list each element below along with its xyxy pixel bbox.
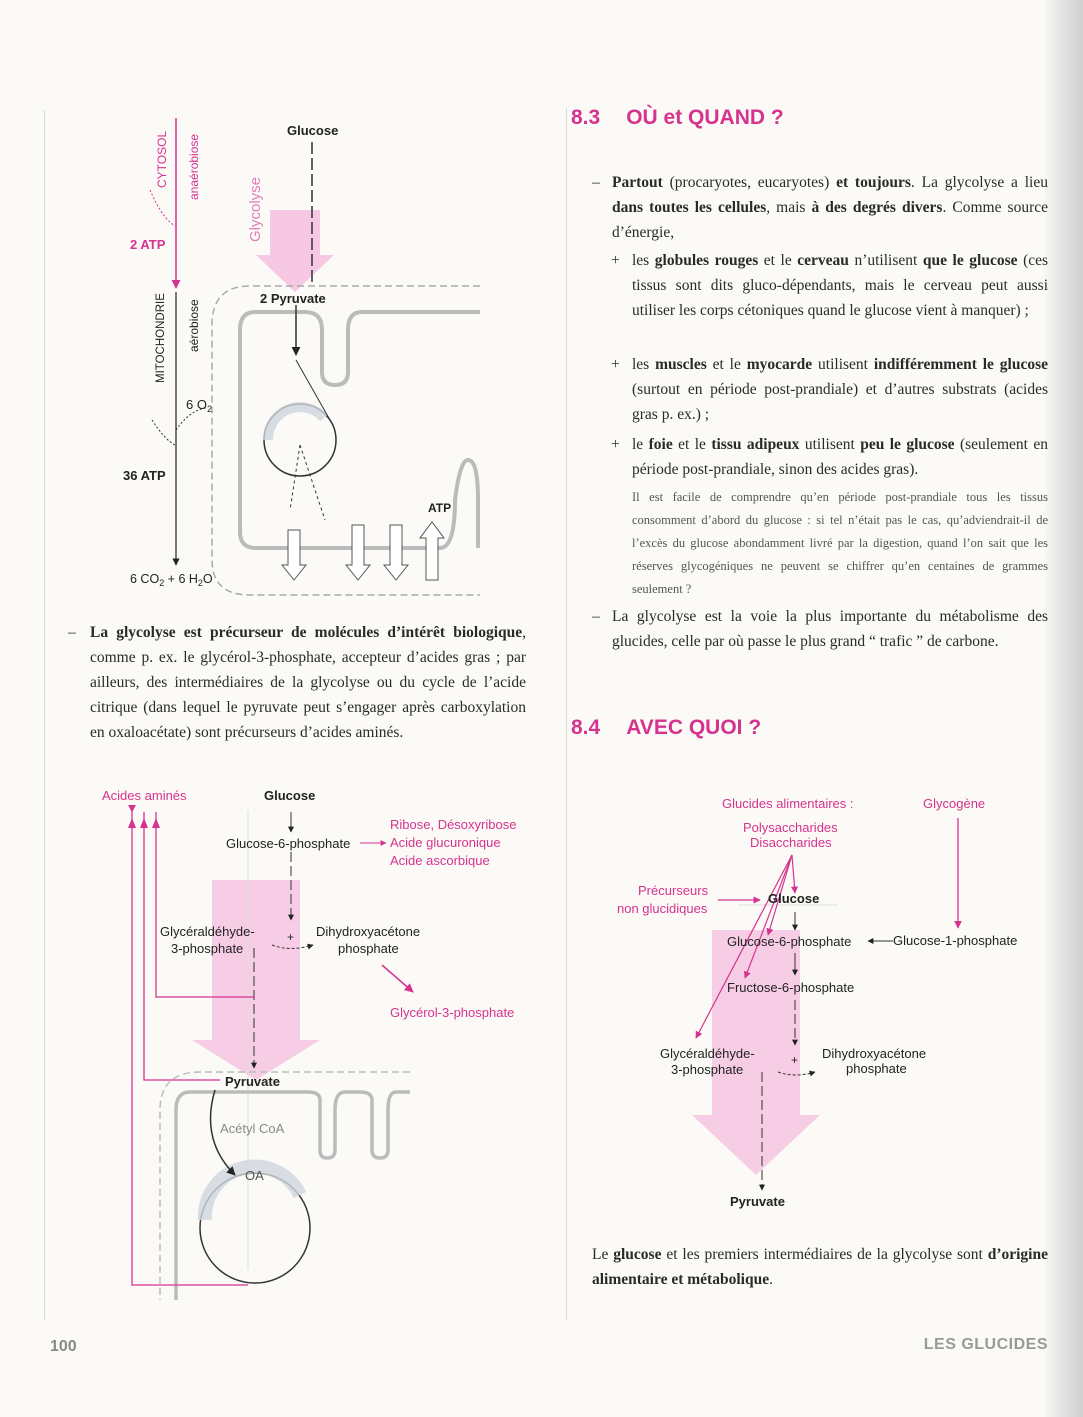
atp-label: ATP (428, 501, 451, 515)
atp2-label: 2 ATP (130, 237, 166, 252)
plus-sign-3: + (791, 1053, 798, 1067)
glucose-label-2: Glucose (264, 788, 315, 803)
mitochondrie-label: MITOCHONDRIE (155, 293, 167, 383)
item-foie: le foie et le tissu adipeux utilisent pe… (632, 436, 1048, 478)
page-number: 100 (50, 1338, 77, 1355)
figure-glycolysis-overview: CYTOSOL anaérobiose Glycolyse 2 ATP MITO… (123, 118, 480, 596)
bullet-plus: + (611, 356, 620, 373)
acide-ascorbique-label: Acide ascorbique (390, 853, 490, 868)
final-paragraph: Le glucose et les premiers intermédiaire… (592, 1246, 1048, 1288)
dhap-label-2a: Dihydroxyacétone (316, 924, 420, 939)
pink-pathway-arrow-2 (192, 880, 320, 1080)
mitochondrion-outer-membrane (211, 285, 480, 596)
pyruvate-label: 2 Pyruvate (260, 291, 326, 306)
g6p-label-2: Glucose-6-phosphate (226, 836, 350, 851)
page-edge-shadow (1043, 0, 1083, 1417)
glycolysis-big-arrow (256, 210, 334, 292)
atp36-label: 36 ATP (123, 468, 166, 483)
partout-paragraph: Partout (procaryotes, eucaryotes) et tou… (612, 174, 1048, 241)
dhap-label-3a: Dihydroxyacétone (822, 1046, 926, 1061)
dhap-label-2b: phosphate (338, 941, 399, 956)
co2-h2o-label: 6 CO2 + 6 H2O (130, 572, 213, 588)
bullet-plus: + (611, 436, 620, 453)
pyruvate-label-3: Pyruvate (730, 1194, 785, 1209)
glycolyse-importance-paragraph: La glycolyse est la voie la plus importa… (612, 608, 1048, 650)
g1p-label: Glucose-1-phosphate (893, 933, 1017, 948)
post-prandial-note: Il est facile de comprendre qu’en périod… (632, 490, 1048, 596)
left-paragraph: La glycolyse est précurseur de molécules… (90, 624, 526, 741)
glucose-label: Glucose (287, 123, 338, 138)
item-globules-rouges: les globules rouges et le cerveau n’util… (632, 252, 1049, 319)
bullet-plus: + (611, 252, 620, 269)
precurseurs-label: Précurseurs (638, 883, 709, 898)
acides-amines-label: Acides aminés (102, 788, 187, 803)
item-muscles: les muscles et le myocarde utilisent ind… (632, 356, 1048, 423)
column-divider (566, 108, 567, 1320)
bullet-dash: – (68, 624, 76, 641)
o2-label: 6 O2 (186, 397, 212, 414)
glyceraldehyde-label-3a: Glycéraldéhyde- (660, 1046, 755, 1061)
left-margin-rule (44, 110, 45, 1320)
ribose-label: Ribose, Désoxyribose (390, 817, 516, 832)
pink-pathway-arrow-3 (692, 930, 820, 1175)
cytosol-label: CYTOSOL (155, 131, 169, 188)
acide-glucuronique-label: Acide glucuronique (390, 835, 501, 850)
glyceraldehyde-label-2b: 3-phosphate (171, 941, 243, 956)
aerobiose-label: aérobiose (187, 299, 201, 352)
glycogene-label: Glycogène (923, 796, 985, 811)
acetyl-coa-label: Acétyl CoA (220, 1121, 285, 1136)
glyceraldehyde-label-2a: Glycéraldéhyde- (160, 924, 255, 939)
running-title: LES GLUCIDES (923, 1336, 1048, 1353)
dhap-label-3b: phosphate (846, 1061, 907, 1076)
bullet-dash: – (592, 608, 600, 625)
bullet-dash: – (592, 174, 600, 191)
glycerol-3-phosphate-label: Glycérol-3-phosphate (390, 1005, 514, 1020)
plus-sign-2: + (287, 930, 294, 944)
glucose-label-3: Glucose (768, 891, 819, 906)
glyceraldehyde-label-3b: 3-phosphate (671, 1062, 743, 1077)
anaerobiose-label: anaérobiose (187, 134, 201, 200)
f6p-label: Fructose-6-phosphate (727, 980, 854, 995)
non-glucidiques-label: non glucidiques (617, 901, 708, 916)
mitochondrion-inner-membrane (238, 310, 480, 550)
oa-label: OA (245, 1168, 264, 1183)
pyruvate-label-2: Pyruvate (225, 1074, 280, 1089)
polysaccharides-label: Polysaccharides (743, 820, 838, 835)
glycolyse-label: Glycolyse (247, 177, 264, 242)
glucides-alimentaires-label: Glucides alimentaires : (722, 796, 854, 811)
g6p-label-3: Glucose-6-phosphate (727, 934, 851, 949)
disaccharides-label: Disaccharides (750, 835, 832, 850)
